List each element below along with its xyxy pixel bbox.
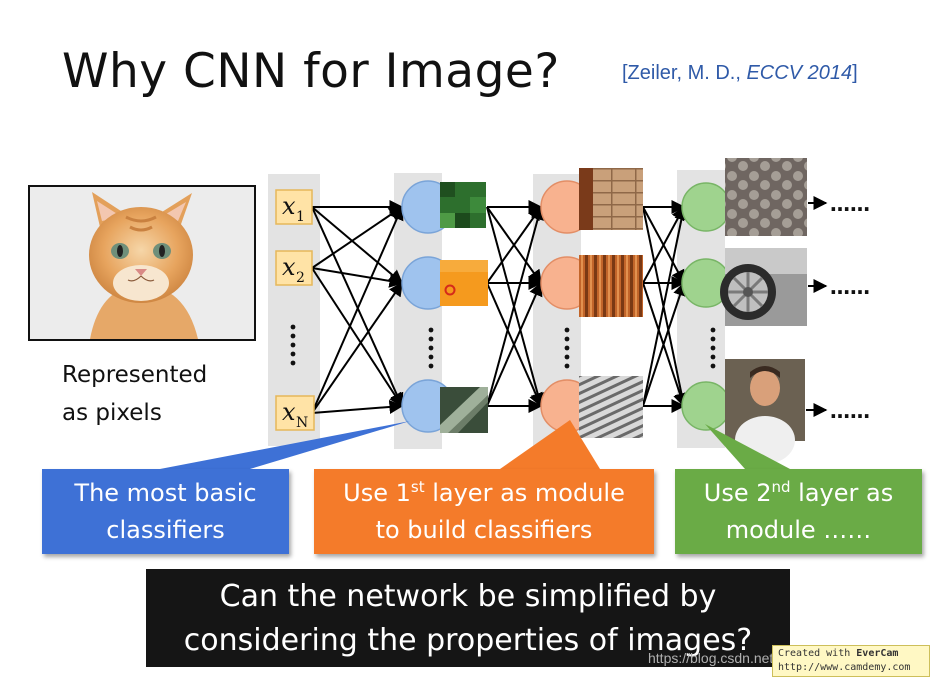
csdn-watermark: https://blog.csdn.net/... [648, 650, 789, 666]
ellipsis-layer2 [564, 327, 570, 369]
output-dots-1: …… [830, 192, 870, 216]
pixels-caption: Represented as pixels [62, 356, 207, 432]
callout-green-line1: Use 2nd layer as [675, 475, 922, 512]
layer3-filter-honeycomb [725, 158, 807, 236]
callout-green-post: layer as [790, 478, 894, 507]
input-x1: x 1 [275, 189, 313, 225]
layer2-filter-wood [579, 255, 643, 317]
ellipsis-layer1 [428, 327, 434, 369]
pixels-caption-line2: as pixels [62, 400, 162, 426]
layer1-filter-orange [440, 260, 488, 306]
callout-green-pointer [705, 424, 790, 469]
connections-input-layer1 [311, 200, 404, 414]
callout-orange-post: layer as module [424, 478, 625, 507]
input-x2: x 2 [275, 250, 313, 286]
connections-layer2-layer3 [642, 200, 689, 413]
cat-image [28, 185, 256, 341]
citation: [Zeiler, M. D., ECCV 2014] [622, 62, 858, 85]
svg-text:1: 1 [296, 209, 305, 225]
callout-blue-pointer [160, 421, 410, 469]
callout-orange-pre: Use 1 [343, 478, 411, 507]
layer1-filter-green [440, 182, 486, 228]
ellipsis-input [290, 324, 296, 366]
svg-text:x: x [282, 398, 296, 426]
callout-orange-sup: st [410, 477, 425, 496]
callout-green-line2: module …… [725, 515, 872, 544]
layer2-filter-brick-edge [579, 168, 593, 230]
svg-text:x: x [282, 253, 296, 281]
layer3-neuron-n [681, 381, 731, 431]
callout-first-layer-module: Use 1st layer as module to build classif… [314, 469, 654, 554]
question-line1: Can the network be simplified by [219, 579, 717, 614]
callout-orange-line2: to build classifiers [375, 515, 593, 544]
callout-orange-line1: Use 1st layer as module [314, 475, 654, 512]
citation-close: ] [852, 62, 858, 84]
svg-text:2: 2 [296, 270, 305, 286]
evercam-prefix: Created with [778, 648, 857, 659]
evercam-badge[interactable]: Created with EverCam http://www.camdemy.… [772, 645, 930, 677]
slide-title: Why CNN for Image? [62, 44, 560, 99]
layer2-filter-stripes [579, 376, 643, 438]
callout-basic-classifiers: The most basic classifiers [42, 469, 289, 554]
output-dots-3: …… [830, 399, 870, 423]
connections-layer1-layer2 [486, 200, 545, 413]
evercam-line1: Created with EverCam [778, 647, 924, 661]
ellipsis-layer3 [710, 327, 716, 369]
callout-green-sup: nd [771, 477, 791, 496]
svg-text:x: x [282, 192, 296, 220]
citation-venue: ECCV 2014 [746, 62, 853, 84]
output-dots-2: …… [830, 275, 870, 299]
question-box: Can the network be simplified by conside… [146, 569, 790, 667]
callout-orange-pointer [500, 420, 600, 469]
layer3-filter-wheel [720, 248, 807, 326]
layer1-filter-diagonal [440, 387, 488, 433]
pixels-caption-line1: Represented [62, 362, 208, 388]
output-arrows [806, 196, 828, 417]
layer3-neuron-1 [681, 182, 731, 232]
callout-blue-line1: The most basic [74, 478, 257, 507]
callout-blue-line2: classifiers [106, 515, 225, 544]
evercam-brand: EverCam [856, 648, 899, 659]
citation-author: [Zeiler, M. D., [622, 62, 747, 84]
callout-green-pre: Use 2 [703, 478, 772, 507]
question-line2: considering the properties of images? [183, 623, 753, 658]
evercam-link[interactable]: http://www.camdemy.com [778, 662, 911, 673]
input-xn: x N [275, 395, 315, 431]
callout-second-layer-module: Use 2nd layer as module …… [675, 469, 922, 554]
svg-text:N: N [296, 415, 308, 431]
